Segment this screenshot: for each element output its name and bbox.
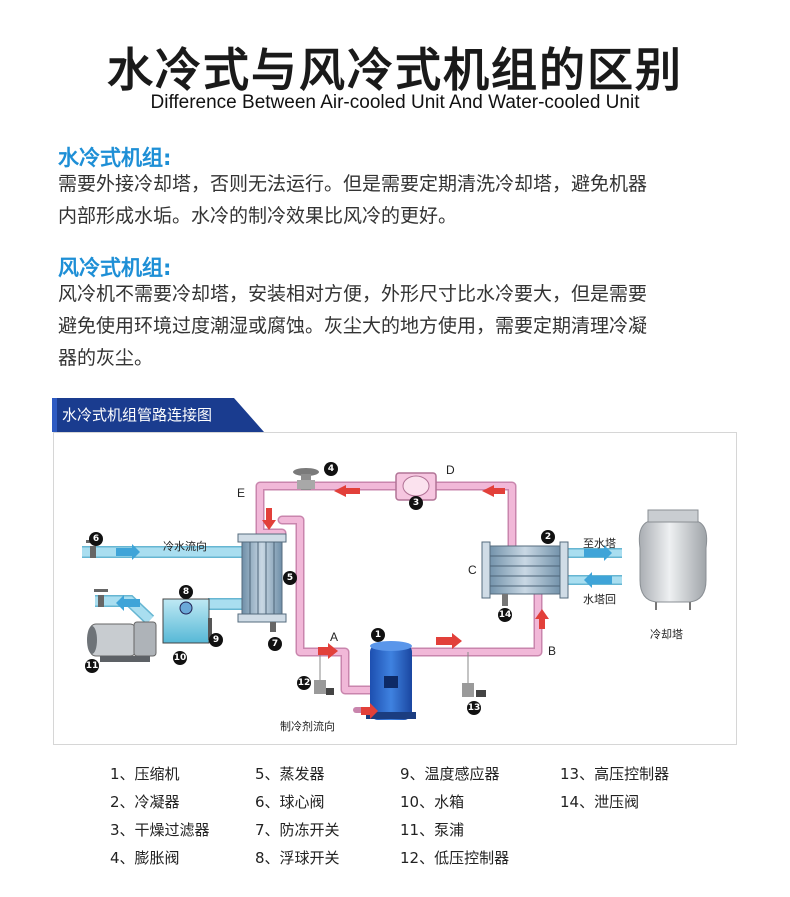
evaporator <box>237 533 287 632</box>
marker-7: 7 <box>268 637 282 651</box>
air-cooled-line-1: 风冷机不需要冷却塔，安装相对方便，外形尺寸比水冷要大，但是需要 <box>58 283 648 305</box>
legend-item-6: 6、球心阀 <box>255 793 325 811</box>
refrigerant-flow-arrows <box>262 485 549 719</box>
pipe-label-d: D <box>446 463 455 477</box>
air-cooled-heading: 风冷式机组: <box>58 256 172 280</box>
air-cooled-description: 风冷机不需要冷却塔，安装相对方便，外形尺寸比水冷要大，但是需要 避免使用环境过度… <box>58 278 748 374</box>
marker-5: 5 <box>283 571 297 585</box>
water-flow-arrows <box>116 544 612 611</box>
water-cooled-description: 需要外接冷却塔，否则无法运行。但是需要定期清洗冷却塔，避免机器 内部形成水垢。水… <box>58 168 748 232</box>
marker-2: 2 <box>541 530 555 544</box>
marker-8: 8 <box>179 585 193 599</box>
legend-item-12: 12、低压控制器 <box>400 849 510 867</box>
high-pressure-controller <box>462 652 486 697</box>
air-cooled-line-2: 避免使用环境过度潮湿或腐蚀。灰尘大的地方使用，需要定期清理冷凝 <box>58 315 648 337</box>
legend-item-2: 2、冷凝器 <box>110 793 180 811</box>
water-cooled-heading: 水冷式机组: <box>58 146 172 170</box>
cooling-tower <box>638 509 708 610</box>
legend-item-4: 4、膨胀阀 <box>110 849 180 867</box>
water-tank <box>162 598 212 644</box>
legend-item-3: 3、干燥过滤器 <box>110 821 210 839</box>
legend-item-8: 8、浮球开关 <box>255 849 340 867</box>
pipe-label-a: A <box>330 630 339 644</box>
water-cooled-line-2: 内部形成水垢。水冷的制冷效果比风冷的更好。 <box>58 205 458 227</box>
page-subtitle: Difference Between Air-cooled Unit And W… <box>150 92 640 113</box>
marker-12: 12 <box>297 676 311 690</box>
marker-6: 6 <box>89 532 103 546</box>
marker-9: 9 <box>209 633 223 647</box>
pipe-label-e: E <box>237 486 246 500</box>
refrigerant-flow-label: 制冷剂流向 <box>280 720 335 733</box>
legend-item-5: 5、蒸发器 <box>255 765 325 783</box>
tower-return-label: 水塔回 <box>583 593 616 606</box>
legend-item-10: 10、水箱 <box>400 793 465 811</box>
pipe-label-b: B <box>548 644 557 658</box>
legend-item-1: 1、压缩机 <box>110 765 180 783</box>
diagram-banner <box>52 398 264 432</box>
diagram-frame <box>53 432 737 745</box>
legend-item-7: 7、防冻开关 <box>255 821 340 839</box>
legend-item-14: 14、泄压阀 <box>560 793 640 811</box>
marker-13: 13 <box>467 701 481 715</box>
condenser <box>481 541 569 606</box>
marker-14: 14 <box>498 608 512 622</box>
page-title: 水冷式与风冷式机组的区别 <box>107 43 683 97</box>
legend-item-11: 11、泵浦 <box>400 821 465 839</box>
air-cooled-line-3: 器的灰尘。 <box>58 347 154 369</box>
pump <box>87 621 157 662</box>
marker-11: 11 <box>85 659 99 673</box>
expansion-valve <box>293 468 319 490</box>
marker-3: 3 <box>409 496 423 510</box>
marker-10: 10 <box>173 651 187 665</box>
diagram-banner-title: 水冷式机组管路连接图 <box>62 406 213 424</box>
pipe-label-c: C <box>468 563 477 577</box>
legend-item-9: 9、温度感应器 <box>400 765 500 783</box>
marker-4: 4 <box>324 462 338 476</box>
water-cooled-line-1: 需要外接冷却塔，否则无法运行。但是需要定期清洗冷却塔，避免机器 <box>58 173 648 195</box>
low-pressure-controller <box>314 652 334 695</box>
cooling-tower-label: 冷却塔 <box>650 628 683 641</box>
legend-item-13: 13、高压控制器 <box>560 765 670 783</box>
to-tower-label: 至水塔 <box>583 537 616 550</box>
chilled-water-flow-label: 冷水流向 <box>163 540 207 553</box>
compressor <box>366 641 416 720</box>
marker-1: 1 <box>371 628 385 642</box>
